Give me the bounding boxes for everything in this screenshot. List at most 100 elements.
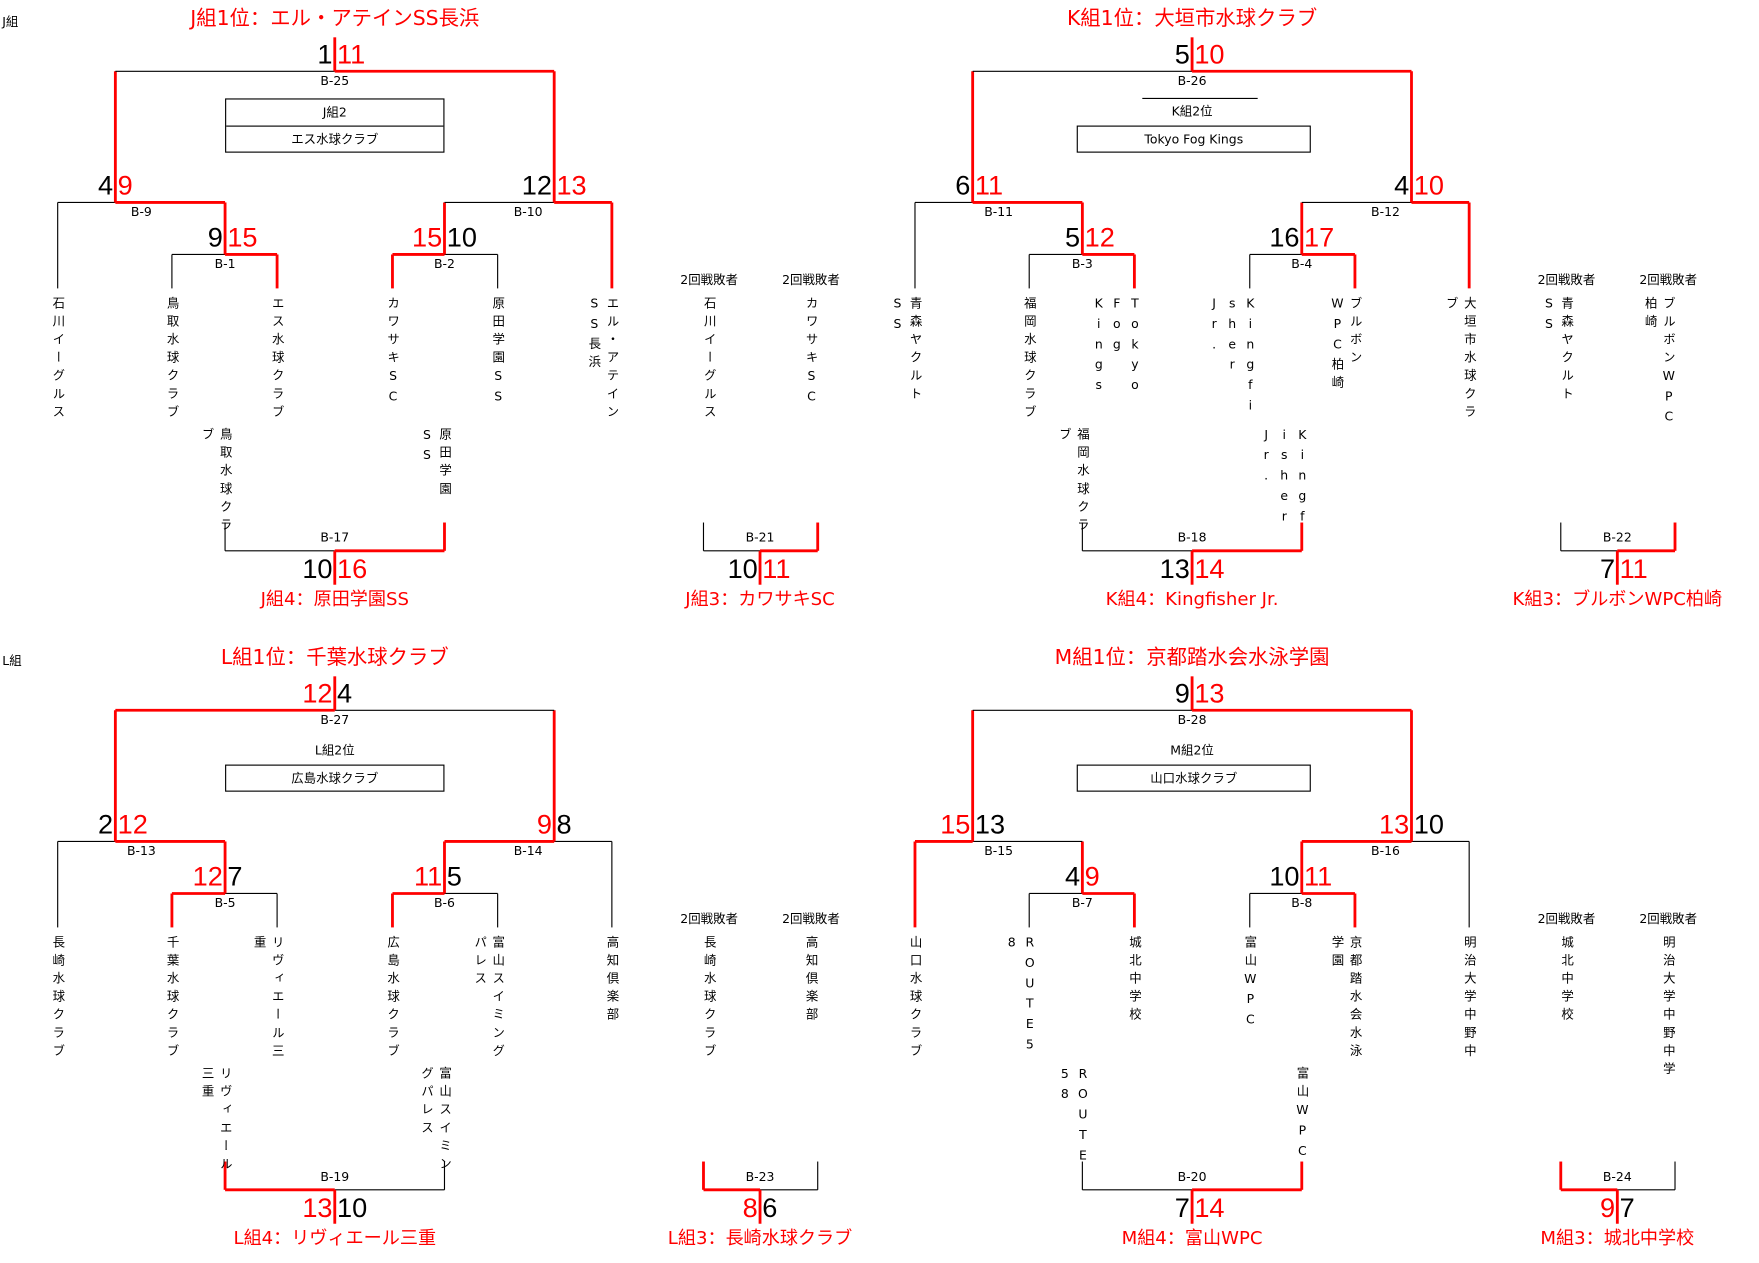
second-round-loser-name: 長崎水球クラブ: [702, 935, 718, 1063]
team-name: リヴィエール三重: [252, 935, 286, 1063]
team-name: エス水球クラブ: [270, 296, 286, 423]
match-id-label: B-9: [130, 204, 152, 220]
score-right: 7: [1619, 1193, 1635, 1224]
score-right: 14: [1194, 554, 1225, 585]
score-right: 11: [762, 554, 791, 585]
score-left: 10: [727, 554, 758, 585]
bracket-title: M組1位：京都踏水会水泳学園: [1054, 645, 1330, 670]
second-place-team: エス水球クラブ: [291, 132, 379, 148]
match-id-label: B-23: [745, 1169, 775, 1185]
first-round-loser-name: 富山WPC: [1294, 1066, 1310, 1164]
score-left: 16: [1269, 222, 1300, 254]
first-round-loser-name: リヴィエール三重: [200, 1066, 233, 1176]
match-id-label: B-27: [320, 712, 350, 728]
second-place-team: Tokyo Fog Kings: [1144, 132, 1244, 148]
score-left: 10: [1269, 861, 1300, 893]
second-round-loser-name: カワサキSC: [804, 296, 819, 410]
match-id-label: B-13: [126, 843, 156, 859]
match-id-label: B-7: [1071, 895, 1093, 911]
team-name: Tokyo Fog Kings: [1091, 296, 1143, 399]
team-name: 鳥取水球クラブ: [165, 296, 180, 423]
match-id-label: B-28: [1177, 712, 1207, 728]
match-id-label: B-4: [1291, 256, 1313, 272]
score-right: 11: [1619, 554, 1648, 585]
match-id-label: B-21: [745, 530, 775, 546]
team-name: 山口水球クラブ: [908, 935, 923, 1063]
match-id-label: B-22: [1602, 530, 1632, 546]
score-right: 11: [1304, 861, 1333, 893]
match-id-label: B-11: [984, 204, 1014, 220]
second-place-box: Tokyo Fog Kings: [1076, 125, 1311, 153]
score-left: 4: [97, 170, 114, 202]
second-place-team: 山口水球クラブ: [1150, 771, 1238, 787]
score-right: 7: [227, 861, 243, 893]
match-id-label: B-1: [214, 256, 236, 272]
match-id-label: B-3: [1071, 256, 1093, 272]
score-right: 4: [337, 678, 353, 710]
match-id-label: B-24: [1602, 1169, 1632, 1185]
score-right: 9: [117, 170, 133, 202]
score-left: 13: [1159, 554, 1190, 585]
second-round-loser-header: 2回戦敗者: [1639, 911, 1698, 927]
score-left: 5: [1174, 39, 1190, 71]
first-round-loser-name: 原田学園SS: [419, 427, 453, 500]
team-name: 富山スイミングパレス: [472, 935, 506, 1063]
match-id-label: B-14: [513, 843, 543, 859]
fourth-place-result: J組4：原田学園SS: [260, 588, 409, 610]
second-round-loser-name: ブルボンWPC柏崎: [1643, 296, 1677, 430]
second-round-loser-header: 2回戦敗者: [1639, 272, 1698, 288]
second-round-loser-header: 2回戦敗者: [1537, 911, 1596, 927]
first-round-loser-name: ROUTE58: [1057, 1066, 1091, 1169]
match-id-label: B-5: [214, 895, 236, 911]
score-right: 11: [337, 39, 366, 71]
match-id-label: B-25: [320, 73, 350, 89]
bracket-title: J組1位：エル・アテインSS長浜: [190, 6, 480, 31]
team-name: 高知倶楽部: [605, 935, 620, 1026]
team-name: 石川イーグルス: [50, 296, 66, 423]
team-name: カワサキSC: [385, 296, 401, 410]
third-place-result: K組3：ブルボンWPC柏崎: [1512, 588, 1723, 610]
team-name: 明治大学中野中: [1462, 935, 1478, 1063]
bracket-title: L組1位：千葉水球クラブ: [220, 645, 449, 670]
match-id-label: B-6: [434, 895, 455, 911]
score-left: 9: [536, 809, 552, 841]
score-right: 13: [556, 170, 587, 202]
match-id-label: B-17: [320, 530, 350, 546]
second-round-loser-header: 2回戦敗者: [1537, 272, 1596, 288]
match-id-label: B-16: [1371, 843, 1400, 859]
team-name: 福岡水球クラブ: [1022, 296, 1038, 423]
team-name: 京都踏水会水泳学園: [1330, 935, 1363, 1063]
second-place-box: 山口水球クラブ: [1076, 764, 1311, 792]
score-right: 10: [337, 1193, 368, 1224]
score-right: 9: [1084, 861, 1100, 893]
second-place-box: 広島水球クラブ: [225, 764, 445, 792]
team-name: 広島水球クラブ: [385, 935, 401, 1063]
second-round-loser-name: 石川イーグルス: [702, 296, 718, 423]
team-name: 原田学園SS: [490, 296, 506, 410]
third-place-result: M組3：城北中学校: [1540, 1227, 1695, 1249]
score-left: 15: [940, 809, 971, 841]
score-right: 12: [117, 809, 148, 841]
match-id-label: B-18: [1177, 530, 1207, 546]
score-right: 10: [446, 222, 477, 254]
first-round-loser-name: 福岡水球クラブ: [1057, 427, 1091, 537]
score-left: 12: [521, 170, 552, 202]
score-right: 8: [556, 809, 572, 841]
second-place-label: M組2位: [1170, 743, 1214, 758]
match-id-label: B-10: [513, 204, 543, 220]
score-right: 10: [1194, 39, 1225, 71]
second-round-loser-name: 城北中学校: [1559, 935, 1575, 1026]
score-right: 5: [446, 861, 462, 893]
match-id-label: B-2: [434, 256, 455, 272]
score-right: 6: [762, 1193, 778, 1224]
score-right: 16: [337, 554, 368, 585]
section-label-j: J組: [2, 14, 19, 30]
team-name: 青森ヤクルトSS: [890, 296, 923, 405]
team-name: 富山WPC: [1242, 935, 1258, 1033]
match-id-label: B-19: [320, 1169, 350, 1185]
second-place-team: 広島水球クラブ: [291, 771, 379, 787]
score-left: 13: [1379, 809, 1410, 841]
match-id-label: B-26: [1177, 73, 1207, 89]
score-right: 10: [1413, 170, 1444, 202]
